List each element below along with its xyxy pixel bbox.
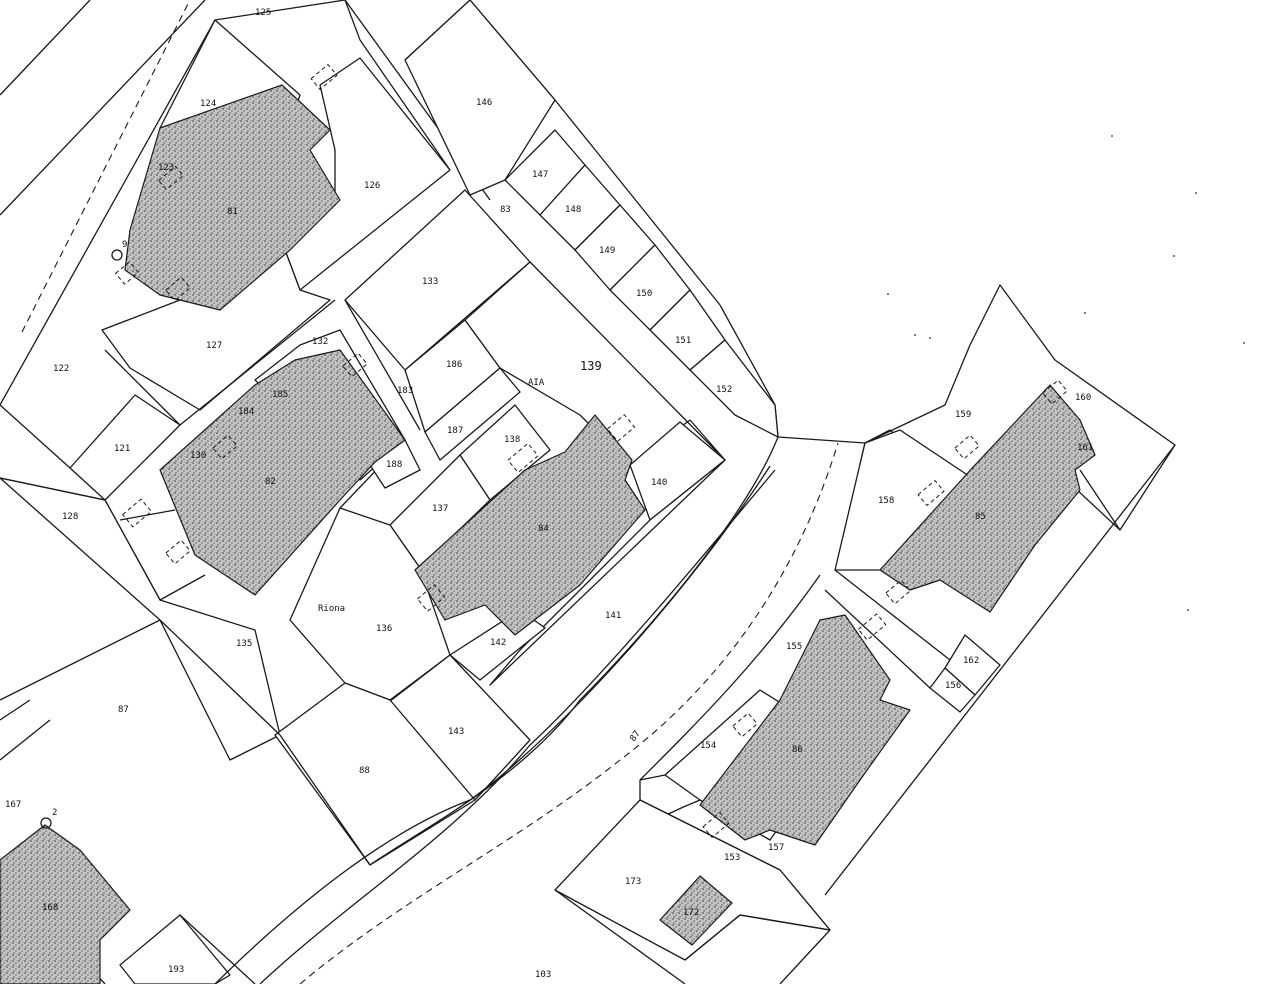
scan-specks	[887, 135, 1245, 611]
label-125: 125	[255, 8, 271, 18]
label-130: 130	[190, 451, 206, 461]
label-126: 126	[364, 181, 380, 191]
label-81: 81	[227, 207, 238, 217]
building-84	[414, 414, 646, 636]
parcel-88	[274, 682, 476, 866]
label-141: 141	[605, 611, 621, 621]
label-153: 153	[724, 853, 740, 863]
survey-point-9-marker	[111, 249, 123, 261]
label-82: 82	[265, 477, 276, 487]
label-172: 172	[683, 908, 699, 918]
label-124: 124	[200, 99, 216, 109]
label-128: 128	[62, 512, 78, 522]
label-150: 150	[636, 289, 652, 299]
label-155: 155	[786, 642, 802, 652]
parcel-152	[689, 339, 779, 438]
label-103: 103	[535, 970, 551, 980]
label-140: 140	[651, 478, 667, 488]
label-188: 188	[386, 460, 402, 470]
label-149: 149	[599, 246, 615, 256]
label-142: 142	[490, 638, 506, 648]
label-139: 139	[580, 359, 602, 373]
label-158: 158	[878, 496, 894, 506]
parcel-156	[929, 667, 976, 713]
label-187: 187	[447, 426, 463, 436]
label-148: 148	[565, 205, 581, 215]
label-133: 133	[422, 277, 438, 287]
label-193: 193	[168, 965, 184, 975]
label-85: 85	[975, 512, 986, 522]
label-123: 123	[158, 163, 174, 173]
label-137: 137	[432, 504, 448, 514]
building-85	[879, 384, 1096, 613]
label-161: 161	[1077, 443, 1093, 453]
building-168	[0, 824, 131, 984]
label-173: 173	[625, 877, 641, 887]
parcel-146	[404, 0, 556, 196]
parcel-141	[489, 459, 726, 686]
label-157: 157	[768, 843, 784, 853]
label-121: 121	[114, 444, 130, 454]
label-136: 136	[376, 624, 392, 634]
label-87b: 87	[628, 729, 642, 744]
label-156: 156	[945, 681, 961, 691]
label-127: 127	[206, 341, 222, 351]
label-159: 159	[955, 410, 971, 420]
label-152: 152	[716, 385, 732, 395]
building-172	[659, 875, 733, 946]
label-86: 86	[792, 745, 803, 755]
label-84: 84	[538, 524, 549, 534]
label-186: 186	[446, 360, 462, 370]
label-154: 154	[700, 741, 716, 751]
label-147: 147	[532, 170, 548, 180]
label-183: 183	[397, 386, 413, 396]
label-aia: AIA	[528, 378, 545, 388]
survey-points: 9 2	[40, 240, 127, 829]
label-88: 88	[359, 766, 370, 776]
label-162: 162	[963, 656, 979, 666]
label-87: 87	[118, 705, 129, 715]
buildings	[0, 84, 1096, 984]
survey-point-2-label: 2	[52, 808, 57, 818]
survey-point-9-label: 9	[122, 240, 127, 250]
label-167: 167	[5, 800, 21, 810]
label-151: 151	[675, 336, 691, 346]
building-82	[159, 349, 406, 596]
label-135: 135	[236, 639, 252, 649]
label-83: 83	[500, 205, 511, 215]
label-184: 184	[238, 407, 254, 417]
label-132: 132	[312, 337, 328, 347]
label-160: 160	[1075, 393, 1091, 403]
parcel-labels: 125 124 123 126 81 122 127 121 128 132 1…	[5, 8, 1093, 980]
label-riona: Riona	[318, 604, 345, 614]
parcel-193	[119, 914, 231, 984]
parcel-187	[424, 367, 521, 461]
label-185: 185	[272, 390, 288, 400]
annex-outlines	[114, 63, 1068, 839]
building-81	[124, 84, 341, 311]
survey-point-2-marker	[40, 817, 52, 829]
label-168: 168	[42, 903, 58, 913]
label-143: 143	[448, 727, 464, 737]
parcel-135	[0, 477, 281, 761]
label-146: 146	[476, 98, 492, 108]
label-138: 138	[504, 435, 520, 445]
building-86	[699, 614, 911, 846]
label-122: 122	[53, 364, 69, 374]
